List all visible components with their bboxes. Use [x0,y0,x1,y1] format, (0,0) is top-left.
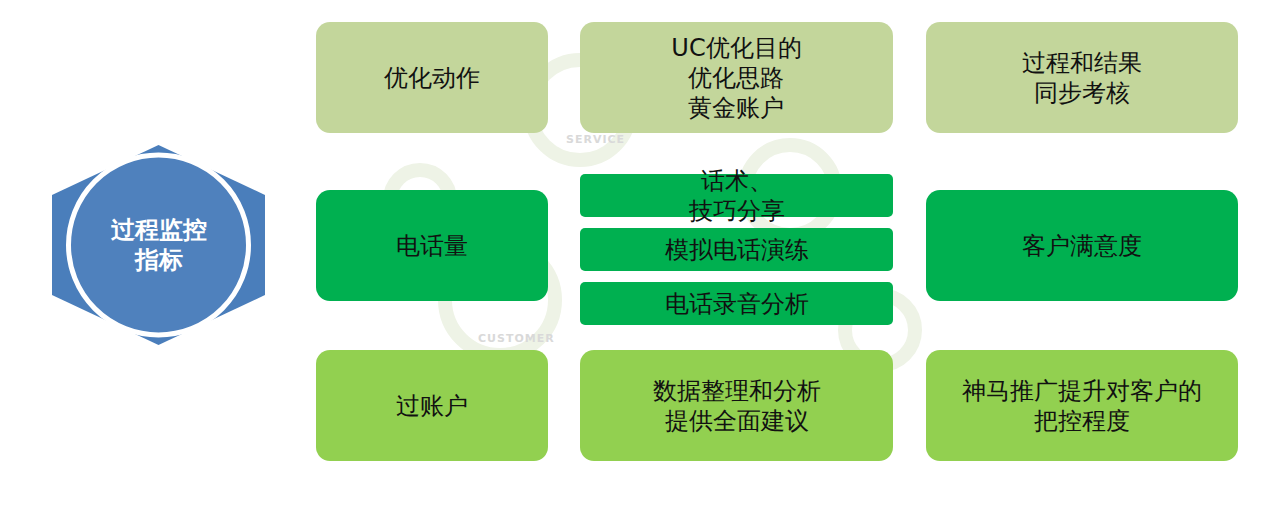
process-box: 优化动作 [316,22,548,133]
node-text: 过程监控 指标 [111,215,207,275]
node-text: UC优化目的 优化思路 黄金账户 [671,33,801,123]
process-box: 过程和结果 同步考核 [926,22,1238,133]
node-text: 电话录音分析 [665,289,809,319]
process-bar: 话术、技巧分享 [580,174,893,217]
node-text: 过程和结果 同步考核 [1022,48,1142,108]
process-box: 神马推广提升对客户的 把控程度 [926,350,1238,461]
node-text: 优化动作 [384,63,480,93]
process-box: 电话量 [316,190,548,301]
process-box: 客户满意度 [926,190,1238,301]
process-box: 过账户 [316,350,548,461]
watermark-label: SERVICE [566,133,625,146]
node-text: 数据整理和分析 提供全面建议 [653,376,821,436]
node-text: 话术、技巧分享 [689,166,785,226]
process-box: 数据整理和分析 提供全面建议 [580,350,893,461]
node-text: 电话量 [396,231,468,261]
node-text: 客户满意度 [1022,231,1142,261]
watermark-label: CUSTOMER [478,332,555,345]
node-text: 模拟电话演练 [665,235,809,265]
inner-circle [69,155,249,335]
process-bar: 模拟电话演练 [580,228,893,271]
hexagon-node: 过程监控 指标 [52,145,265,345]
node-text: 过账户 [396,391,468,421]
node-text: 神马推广提升对客户的 把控程度 [962,376,1202,436]
hexagon-shape [52,145,265,345]
process-box: UC优化目的 优化思路 黄金账户 [580,22,893,133]
hexagon-outline [52,145,265,345]
process-bar: 电话录音分析 [580,282,893,325]
